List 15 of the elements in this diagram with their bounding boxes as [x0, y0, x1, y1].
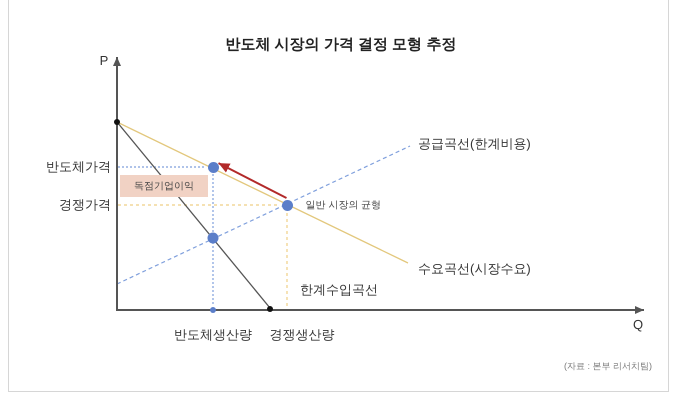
arrow [218, 162, 287, 199]
chart-title: 반도체 시장의 가격 결정 모형 추정 [226, 36, 456, 55]
curve-label: 한계수입곡선 [300, 282, 378, 298]
price-label: 경쟁가격 [59, 197, 111, 214]
axis-label: P [100, 53, 108, 70]
quantity-label: 반도체생산량 [174, 327, 252, 344]
quantity-label: 경쟁생산량 [270, 327, 334, 344]
profit-region: 독점기업이익 [120, 175, 208, 197]
price-label: 반도체가격 [46, 159, 111, 176]
source-note: (자료 : 본부 리서치팀) [564, 361, 652, 372]
data-point-icon [208, 162, 218, 172]
curve-label: 공급곡선(한계비용) [418, 136, 531, 152]
axis-label: Q [632, 317, 644, 334]
point-label: 일반 시장의 균형 [306, 199, 382, 212]
curve-label: 수요곡선(시장수요) [418, 261, 531, 278]
